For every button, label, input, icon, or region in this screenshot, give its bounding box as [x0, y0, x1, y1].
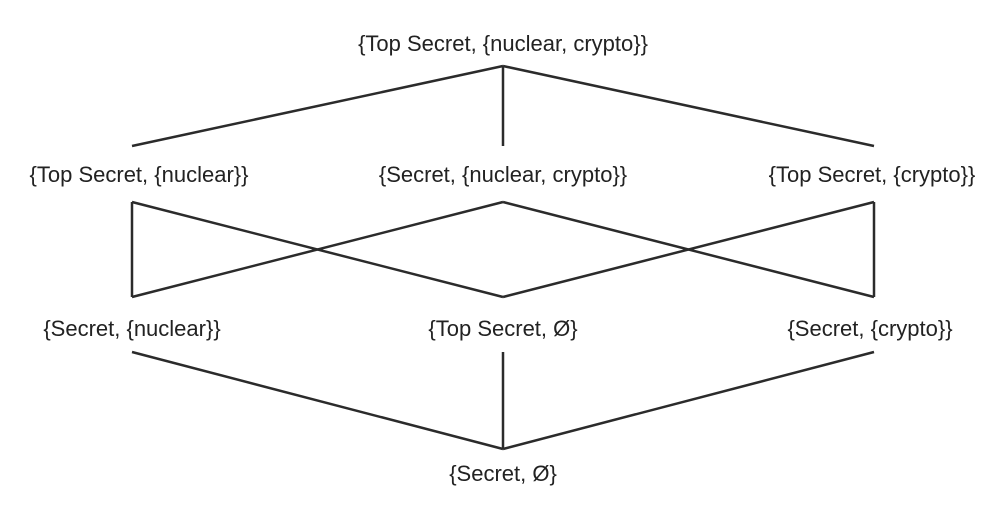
- node-top: {Top Secret, {nuclear, crypto}}: [358, 31, 648, 56]
- edge-secret-nuclear-to-bottom: [131, 350, 504, 451]
- edge-top-to-ts-nuclear: [131, 64, 504, 148]
- edge-ts-crypto-to-ts-empty: [502, 200, 875, 299]
- node-secret-crypto: {Secret, {crypto}}: [787, 316, 953, 341]
- node-secret-nuclear-crypto: {Secret, {nuclear, crypto}}: [378, 162, 628, 187]
- edge-secret-both-to-secret-nuclear: [131, 200, 504, 299]
- node-top-secret-nuclear: {Top Secret, {nuclear}}: [29, 162, 249, 187]
- node-top-secret-crypto: {Top Secret, {crypto}}: [768, 162, 976, 187]
- edge-top-to-ts-crypto: [502, 64, 875, 148]
- node-top-secret-empty: {Top Secret, Ø}: [428, 316, 578, 341]
- node-bottom: {Secret, Ø}: [449, 461, 557, 486]
- edge-secret-crypto-to-bottom: [502, 350, 875, 451]
- node-secret-nuclear: {Secret, {nuclear}}: [43, 316, 221, 341]
